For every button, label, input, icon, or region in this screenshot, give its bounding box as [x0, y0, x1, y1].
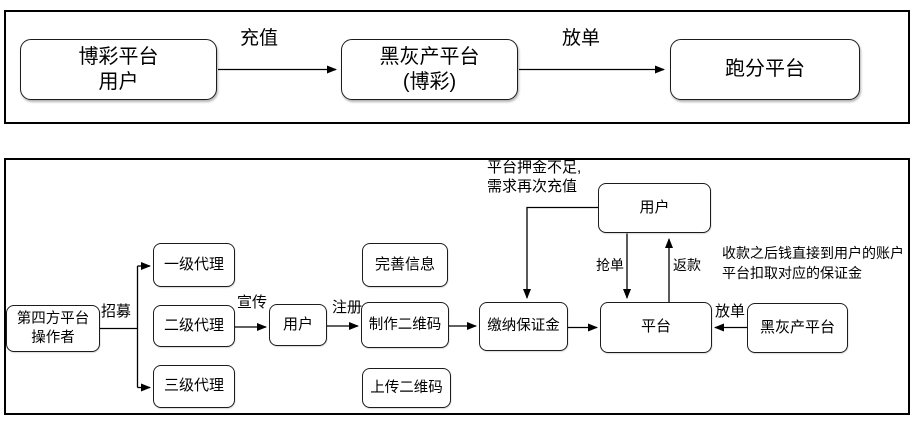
bottom-panel-frame	[4, 158, 910, 415]
arrow-recharge-again	[523, 206, 598, 299]
label-dispatch-order-bottom: 放单	[714, 303, 745, 320]
box-level3-agent: 三级代理	[153, 365, 235, 408]
box-blackgray-platform-bottom: 黑灰产平台	[747, 303, 848, 353]
box-score-running-platform: 跑分平台	[670, 39, 860, 100]
annotation-payment-note: 收款之后钱直接到用户的账户 平台扣取对应的保证金	[722, 245, 904, 281]
label-grab-order: 抢单	[596, 257, 624, 273]
annotation-deposit-insufficient: 平台押金不足, 需求再次充值	[487, 159, 582, 195]
label-dispatch-order-top: 放单	[561, 28, 600, 49]
box-blackgray-platform-gambling: 黑灰产平台 (博彩)	[341, 39, 518, 100]
box-upload-qrcode: 上传二维码	[362, 368, 451, 408]
label-recruit: 招募	[100, 303, 131, 320]
box-user-top: 用户	[598, 183, 711, 233]
box-level2-agent: 二级代理	[153, 305, 235, 347]
label-recharge: 充值	[239, 28, 278, 49]
label-register: 注册	[331, 299, 362, 316]
box-gambling-platform-user: 博彩平台 用户	[20, 39, 217, 100]
box-fourth-party-operator: 第四方平台 操作者	[6, 305, 100, 352]
box-level1-agent: 一级代理	[153, 243, 235, 287]
box-user-mid: 用户	[269, 304, 327, 346]
label-refund: 返款	[673, 257, 701, 273]
box-complete-info: 完善信息	[362, 243, 448, 287]
box-make-qrcode: 制作二维码	[361, 302, 449, 348]
top-panel-frame	[4, 10, 910, 124]
box-platform: 平台	[600, 302, 712, 353]
box-pay-deposit: 缴纳保证金	[479, 302, 568, 351]
label-promote: 宣传	[236, 294, 267, 311]
